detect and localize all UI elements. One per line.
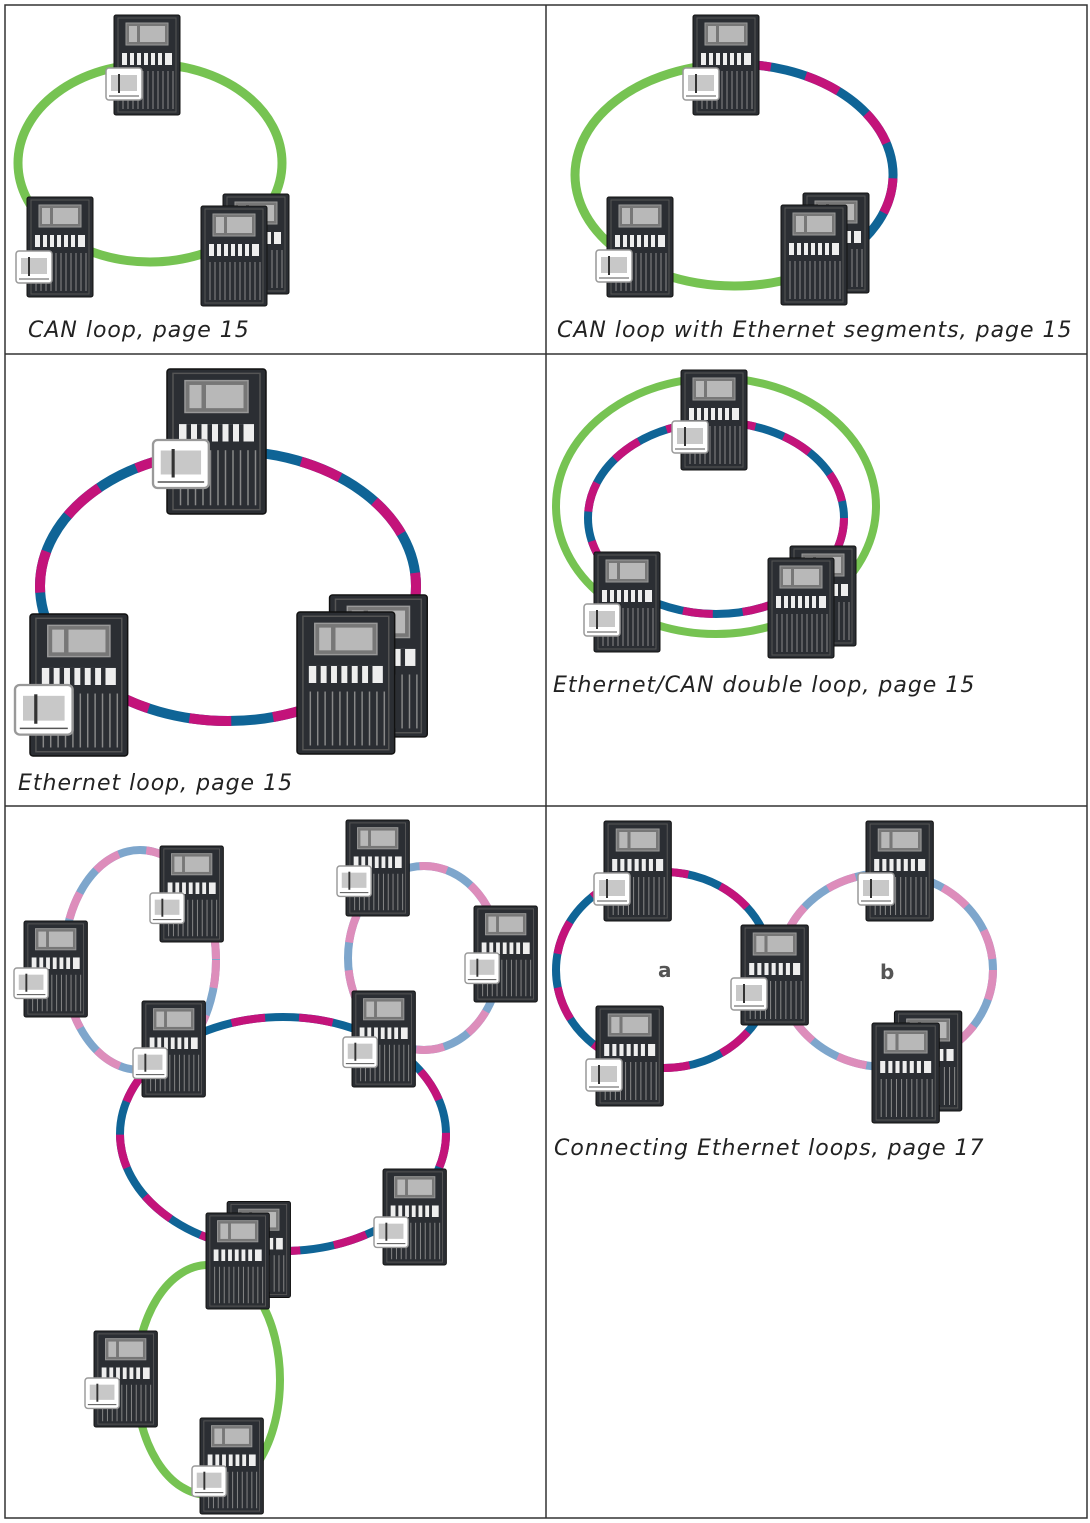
fire-panel-pair [206,1201,290,1309]
interface-module-icon [13,967,49,1000]
panel-ethernet-can-double-loop [552,369,880,658]
interface-module-icon [464,952,500,985]
panel-can-loop [13,14,289,306]
loop-label-a: a [658,958,672,982]
panel-complex-network [13,819,538,1515]
panel-connecting-ethernet-loops [552,820,997,1123]
interface-module-icon [13,683,74,736]
caption-connecting-ethernet-loops: Connecting Ethernet loops, page 17 [554,1136,985,1161]
caption-can-ethernet-segments: CAN loop with Ethernet segments, page 15 [557,318,1073,343]
interface-module-icon [105,67,143,101]
table-grid [4,4,1088,1519]
fire-panel [865,820,934,922]
caption-ethernet-can-double-loop: Ethernet/CAN double loop, page 15 [553,673,976,698]
interface-module-icon [84,1377,120,1410]
interface-module-icon [336,865,372,898]
interface-module-icon [149,892,185,925]
fire-panel-pair [297,595,427,754]
fire-panel [603,820,672,922]
panel-can-ethernet-segments [570,14,898,305]
caption-ethernet-loop: Ethernet loop, page 15 [18,771,294,796]
fire-panel-pair [201,194,289,306]
interface-module-icon [857,872,895,906]
panel-ethernet-loop [13,368,427,757]
interface-module-icon [191,1465,227,1498]
interface-module-icon [373,1216,409,1249]
interface-module-icon [342,1036,378,1069]
interface-module-icon [671,420,709,454]
ethernet-inner-ring-dash [584,418,848,618]
can-segment [570,59,802,291]
interface-module-icon [151,438,210,490]
interface-module-icon [595,249,633,283]
interface-module-icon [132,1047,168,1080]
interface-module-icon [583,603,621,637]
caption-can-loop: CAN loop, page 15 [28,318,250,343]
fire-panel-pair [768,546,856,658]
interface-module-icon [593,872,631,906]
fire-panel-pair [781,193,869,305]
interface-module-icon [730,977,768,1011]
loop-label-b: b [880,960,895,984]
fire-panel [680,369,748,471]
fire-panel [593,551,661,653]
interface-module-icon [585,1058,623,1092]
interface-module-icon [682,67,720,101]
fire-panel-pair [872,1011,962,1123]
interface-module-icon [15,250,53,284]
